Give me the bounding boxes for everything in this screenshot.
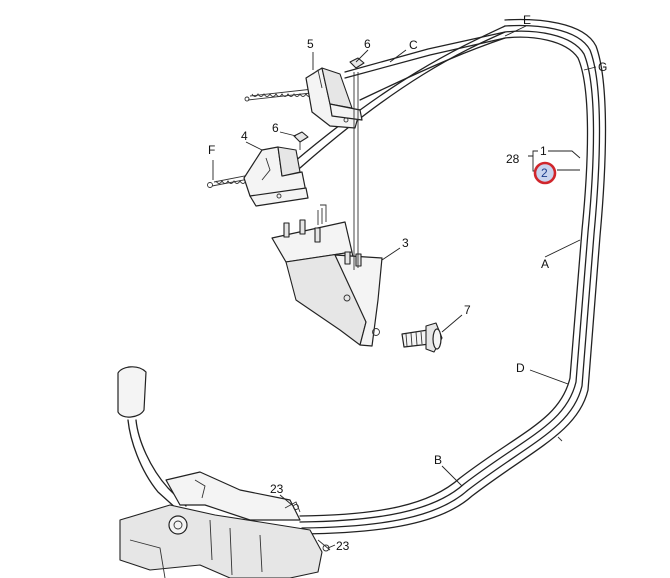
callout-6-mid: 6 [272,121,279,135]
callout-3: 3 [402,236,409,250]
cable-bundle [293,18,607,535]
callout-C: C [409,38,418,52]
callout-1: 1 [540,144,547,158]
bolt-7 [401,322,443,353]
cable-inner [301,18,607,535]
cable-clip-mark [557,436,563,442]
latch-5 [244,67,363,129]
upper-rod [349,57,365,270]
callout-G: G [598,60,607,74]
callout-E: E [523,13,531,27]
lever-assembly [117,366,331,578]
callout-6-top: 6 [364,37,371,51]
callout-F: F [208,143,215,157]
callout-B: B [434,453,442,467]
callout-23-b: 23 [336,539,350,553]
latch-4 [207,131,309,207]
callout-5: 5 [307,37,314,51]
bracket-3 [271,204,383,347]
callout-D: D [516,361,525,375]
cable-second [299,30,595,523]
callout-labels: E C G 5 6 4 6 F 1 28 2 3 A 7 D B 23 23 [208,13,607,553]
callout-7: 7 [464,303,471,317]
cable-third [301,24,601,529]
callout-23-a: 23 [270,482,284,496]
callout-4: 4 [241,129,248,143]
leader-lines [212,25,597,549]
callout-2[interactable]: 2 [541,166,548,180]
cable-branch-lower-2 [293,25,506,163]
callout-A: A [541,257,549,271]
callout-28: 28 [506,152,520,166]
callout-2-highlight-ring[interactable] [533,161,557,185]
cable-outer [299,36,589,517]
cable-branch-lower [299,31,506,169]
